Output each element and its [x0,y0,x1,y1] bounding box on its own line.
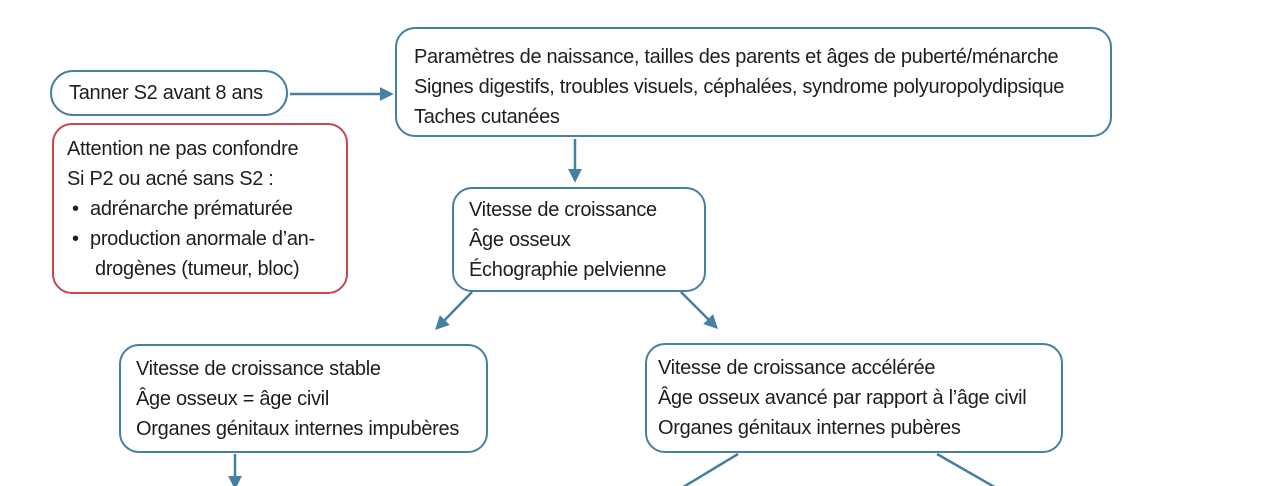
tanner-label: Tanner S2 avant 8 ans [69,82,263,104]
workup-line-1: Vitesse de croissance [469,199,657,221]
arrow-workup-to-accelerated [680,291,718,329]
accelerated-line-1: Vitesse de croissance accélérée [658,357,936,379]
warning-bullet-2-text: production anormale d’an- [90,228,315,250]
stable-line-1: Vitesse de croissance stable [136,358,381,380]
bullet-icon: • [72,228,79,250]
workup-line-2: Âge osseux [469,229,571,251]
warning-line-1: Attention ne pas confondre [67,138,299,160]
history-line-2: Signes digestifs, troubles visuels, céph… [414,76,1065,98]
warning-line-2: Si P2 ou acné sans S2 : [67,168,274,190]
accelerated-line-2: Âge osseux avancé par rapport à l’âge ci… [658,387,1027,409]
stable-growth-box: Vitesse de croissance stable Âge osseux … [119,344,488,453]
workup-box: Vitesse de croissance Âge osseux Échogra… [452,187,706,292]
arrow-workup-to-stable [435,291,473,331]
tanner-start-box: Tanner S2 avant 8 ans [50,70,288,116]
stable-line-3: Organes génitaux internes impubères [136,418,460,440]
accelerated-line-3: Organes génitaux internes pubères [658,417,961,439]
warning-bullet-1-text: adrénarche prématurée [90,198,293,220]
warning-bullet-2-continuation: drogènes (tumeur, bloc) [95,258,300,280]
history-line-3: Taches cutanées [414,106,560,128]
accelerated-growth-box: Vitesse de croissance accélérée Âge osse… [645,343,1063,453]
warning-note-box: Attention ne pas confondre Si P2 ou acné… [52,123,348,294]
history-findings-box: Paramètres de naissance, tailles des par… [395,27,1112,137]
history-line-1: Paramètres de naissance, tailles des par… [414,46,1059,68]
workup-line-3: Échographie pelvienne [469,259,667,281]
line-accelerated-down-right [936,452,996,486]
warning-bullet-2: • production anormale d’an- [67,224,336,254]
bullet-icon: • [72,198,79,220]
line-accelerated-down-left [682,452,739,486]
stable-line-2: Âge osseux = âge civil [136,388,329,410]
warning-bullet-1: • adrénarche prématurée [67,194,336,224]
